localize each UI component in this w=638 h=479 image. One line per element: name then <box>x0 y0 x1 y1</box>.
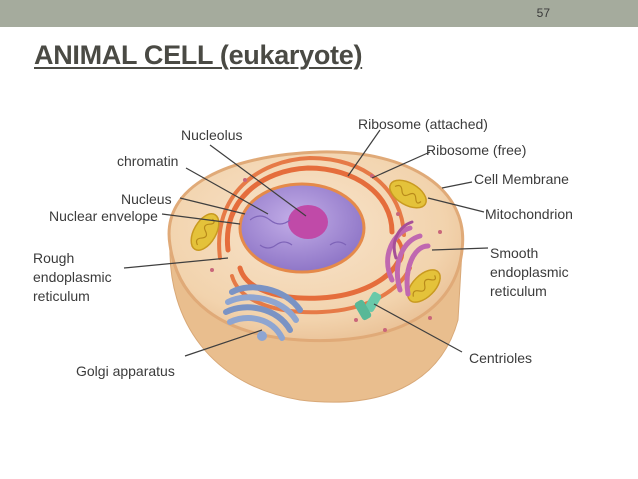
nucleolus-shape <box>288 205 328 239</box>
golgi-shape <box>223 284 303 341</box>
label-chromatin: chromatin <box>117 153 179 169</box>
smooth-er-shape <box>385 220 431 297</box>
centrioles-shape <box>354 291 382 321</box>
label-ribosome-attached: Ribosome (attached) <box>358 116 488 132</box>
nucleus-shape <box>238 182 366 274</box>
label-rough-er-line2: endoplasmic <box>33 269 112 285</box>
slide-title: ANIMAL CELL (eukaryote) <box>34 40 363 70</box>
label-nucleolus: Nucleolus <box>181 127 243 143</box>
label-ribosome-free: Ribosome (free) <box>426 142 527 158</box>
label-smooth-er-line1: Smooth <box>490 245 539 261</box>
label-cell-membrane: Cell Membrane <box>474 171 569 187</box>
mitochondria-shapes <box>190 179 441 303</box>
label-centrioles: Centrioles <box>469 350 533 366</box>
label-nucleus: Nucleus <box>121 191 172 207</box>
label-smooth-er-line2: endoplasmic <box>490 264 569 280</box>
label-rough-er-line3: reticulum <box>33 288 90 304</box>
label-smooth-er-line3: reticulum <box>490 283 547 299</box>
header-bar <box>0 0 638 27</box>
label-golgi-apparatus: Golgi apparatus <box>76 363 175 379</box>
free-ribosomes <box>210 174 442 332</box>
label-rough-er-line1: Rough <box>33 250 75 266</box>
leader-lines <box>123 129 489 357</box>
label-nuclear-envelope: Nuclear envelope <box>49 208 158 224</box>
slide-number: 57 <box>536 6 550 20</box>
label-mitochondrion: Mitochondrion <box>485 206 573 222</box>
